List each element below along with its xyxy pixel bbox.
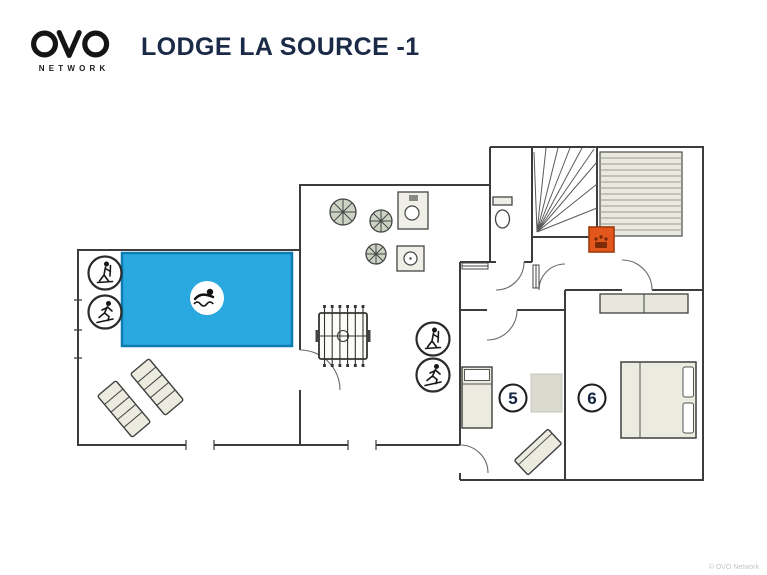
room6-badge: 6 — [577, 383, 607, 413]
sun-lounger — [97, 380, 151, 438]
staircase — [533, 147, 598, 233]
plant-icon — [329, 198, 357, 226]
plant-icon — [365, 243, 387, 265]
sauna-heater-icon — [588, 226, 615, 253]
rug-room5 — [530, 373, 563, 413]
treadmill-icon — [87, 294, 123, 330]
wardrobe-slatted — [599, 151, 683, 237]
elliptical-icon — [87, 255, 123, 291]
copyright-text: © OVO Network — [708, 564, 759, 571]
basin-unit-small — [396, 245, 425, 272]
swimming-pool — [120, 251, 294, 348]
brand-logo: NETWORK — [30, 26, 114, 73]
door-arc — [486, 309, 518, 341]
room5-badge: 5 — [498, 383, 528, 413]
door-arc — [299, 349, 341, 391]
sun-loungers — [97, 358, 184, 438]
ovo-logo-mark — [31, 30, 110, 58]
brand-subtitle: NETWORK — [38, 64, 110, 73]
bench-room5 — [514, 428, 562, 476]
bed-room6 — [620, 361, 697, 439]
radiator — [532, 264, 540, 289]
treadmill-icon — [415, 357, 451, 393]
sun-lounger — [130, 358, 184, 416]
swimmer-icon — [190, 281, 224, 315]
bed-room5 — [461, 366, 493, 429]
room5-number: 5 — [508, 389, 517, 408]
wardrobe-room6 — [599, 293, 689, 314]
foosball-table-icon — [315, 305, 371, 367]
radiator — [461, 262, 489, 270]
room6-number: 6 — [587, 389, 596, 408]
door-arc — [538, 263, 566, 291]
door-arc — [621, 259, 653, 291]
door-arc — [459, 444, 489, 474]
page-title: LODGE LA SOURCE -1 — [141, 33, 420, 61]
door-arc — [495, 261, 525, 291]
washbasin-unit — [397, 191, 429, 230]
wall-ticks — [74, 299, 377, 450]
elliptical-icon — [415, 321, 451, 357]
walls — [77, 146, 704, 481]
toilet-icon — [492, 196, 513, 229]
plant-icon — [369, 209, 393, 233]
plant-icons — [329, 198, 393, 265]
